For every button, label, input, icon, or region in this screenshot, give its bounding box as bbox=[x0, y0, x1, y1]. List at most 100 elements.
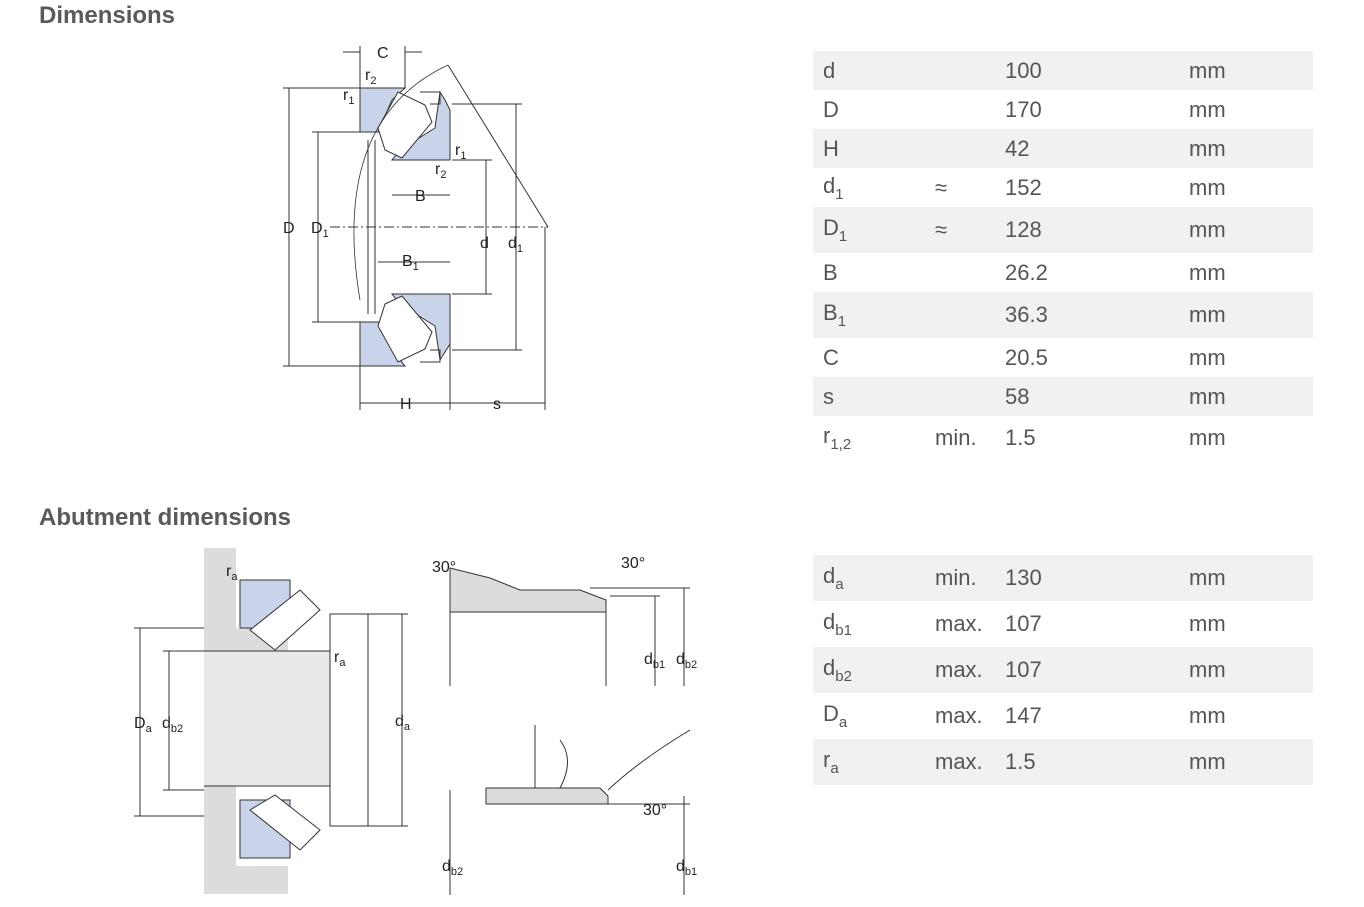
label-r2: r2 bbox=[365, 67, 376, 87]
unit-cell: mm bbox=[1189, 51, 1313, 90]
value-cell: 100 bbox=[1005, 51, 1189, 90]
abutment-diagram-labels: ra ra Da db2 da bbox=[134, 563, 411, 735]
symbol-cell: H bbox=[813, 129, 935, 168]
symbol-cell: d1 bbox=[823, 172, 844, 203]
symbol-cell: s bbox=[813, 377, 935, 416]
unit-cell: mm bbox=[1189, 377, 1313, 416]
label-da-shaft: da bbox=[395, 713, 411, 733]
value-cell: 26.2 bbox=[1005, 259, 1048, 285]
label-da-housing: Da bbox=[134, 715, 153, 735]
label-db1-bottom: db1 bbox=[676, 858, 697, 878]
label-angle-top-left: 30° bbox=[432, 559, 456, 576]
qualifier-cell: max. bbox=[935, 739, 1005, 785]
label-b: B bbox=[415, 188, 426, 205]
symbol-cell: db1 bbox=[823, 609, 852, 639]
value-cell: 107 bbox=[1005, 647, 1189, 693]
detail-diagram-bottom-labels: 30° db2 db1 bbox=[442, 802, 697, 878]
value-cell: 147 bbox=[1005, 703, 1042, 728]
qualifier-cell bbox=[935, 377, 1005, 416]
value-cell: 170 bbox=[1005, 96, 1042, 122]
unit-cell: mm bbox=[1189, 207, 1313, 253]
detail-diagram-top-labels: 30° 30° db1 db2 bbox=[432, 555, 697, 671]
label-r1: r1 bbox=[343, 87, 354, 107]
unit-cell: mm bbox=[1189, 129, 1313, 168]
abutment-diagram bbox=[134, 548, 408, 894]
label-d-bore: d bbox=[480, 235, 489, 252]
unit-cell: mm bbox=[1189, 96, 1226, 122]
label-c: C bbox=[377, 45, 389, 62]
value-cell: 20.5 bbox=[1005, 344, 1048, 370]
symbol-cell: ra bbox=[813, 739, 935, 785]
qualifier-cell bbox=[935, 292, 1005, 338]
unit-cell: mm bbox=[1189, 344, 1226, 370]
label-d1-bore: d1 bbox=[508, 235, 523, 255]
label-ra-shaft: ra bbox=[334, 649, 346, 669]
symbol-cell: D1 bbox=[813, 207, 935, 253]
value-cell: 1.5 bbox=[1005, 424, 1036, 450]
qualifier-cell: max. bbox=[935, 647, 1005, 693]
label-d1-outer: D1 bbox=[311, 220, 329, 240]
detail-diagram-bottom bbox=[449, 725, 691, 895]
symbol-cell: D bbox=[823, 96, 839, 122]
qualifier-cell: max. bbox=[935, 703, 983, 728]
label-b1: B1 bbox=[402, 253, 419, 273]
value-cell: 42 bbox=[1005, 129, 1189, 168]
unit-cell: mm bbox=[1189, 703, 1226, 728]
label-db2-top: db2 bbox=[676, 651, 697, 671]
bearing-diagrams: C r2 r1 r1 r2 D D1 B B1 d d1 H s ra ra bbox=[134, 45, 697, 895]
label-r1-inner: r1 bbox=[455, 142, 466, 162]
symbol-cell: B1 bbox=[813, 292, 935, 338]
qualifier-cell: min. bbox=[935, 555, 1005, 601]
unit-cell: mm bbox=[1189, 611, 1226, 636]
unit-cell: mm bbox=[1189, 739, 1313, 785]
qualifier-cell bbox=[935, 129, 1005, 168]
unit-cell: mm bbox=[1189, 424, 1226, 450]
label-r2-inner: r2 bbox=[435, 161, 446, 181]
qualifier-cell bbox=[935, 253, 1005, 292]
table-row: C 20.5 mm bbox=[813, 338, 1313, 377]
value-cell: 1.5 bbox=[1005, 739, 1189, 785]
symbol-cell: r1,2 bbox=[823, 422, 852, 453]
abutment-dimensions-title: Abutment dimensions bbox=[39, 504, 292, 531]
qualifier-cell: max. bbox=[935, 611, 983, 636]
label-db2-left: db2 bbox=[162, 715, 183, 735]
qualifier-cell: ≈ bbox=[935, 174, 948, 200]
value-cell: 107 bbox=[1005, 611, 1042, 636]
table-row: Da max. 147 mm bbox=[813, 693, 1313, 739]
table-row: db1 max. 107 mm bbox=[813, 601, 1313, 647]
label-db1-top: db1 bbox=[644, 651, 665, 671]
symbol-cell: d bbox=[813, 51, 935, 90]
symbol-cell: da bbox=[813, 555, 935, 601]
value-cell: 36.3 bbox=[1005, 292, 1189, 338]
qualifier-cell bbox=[935, 51, 1005, 90]
label-ra-top: ra bbox=[226, 563, 238, 583]
unit-cell: mm bbox=[1189, 174, 1226, 200]
value-cell: 152 bbox=[1005, 174, 1042, 200]
bearing-diagram-labels: C r2 r1 r1 r2 D D1 B B1 d d1 H s bbox=[283, 45, 523, 413]
label-angle-bottom: 30° bbox=[643, 802, 667, 819]
value-cell: 58 bbox=[1005, 377, 1189, 416]
symbol-cell: Da bbox=[823, 701, 848, 731]
table-row: d1 ≈152 mm bbox=[813, 168, 1313, 207]
value-cell: 128 bbox=[1005, 207, 1189, 253]
dimensions-title: Dimensions bbox=[39, 2, 176, 29]
unit-cell: mm bbox=[1189, 647, 1313, 693]
symbol-cell: C bbox=[823, 344, 839, 370]
table-row: D 170 mm bbox=[813, 90, 1313, 129]
symbol-cell: B bbox=[823, 259, 838, 285]
detail-diagram-top bbox=[449, 567, 690, 686]
symbol-cell: db2 bbox=[813, 647, 935, 693]
bearing-cross-section-diagram bbox=[283, 46, 549, 410]
qualifier-cell bbox=[935, 90, 1005, 129]
label-h: H bbox=[400, 396, 412, 413]
label-s: s bbox=[493, 396, 501, 413]
